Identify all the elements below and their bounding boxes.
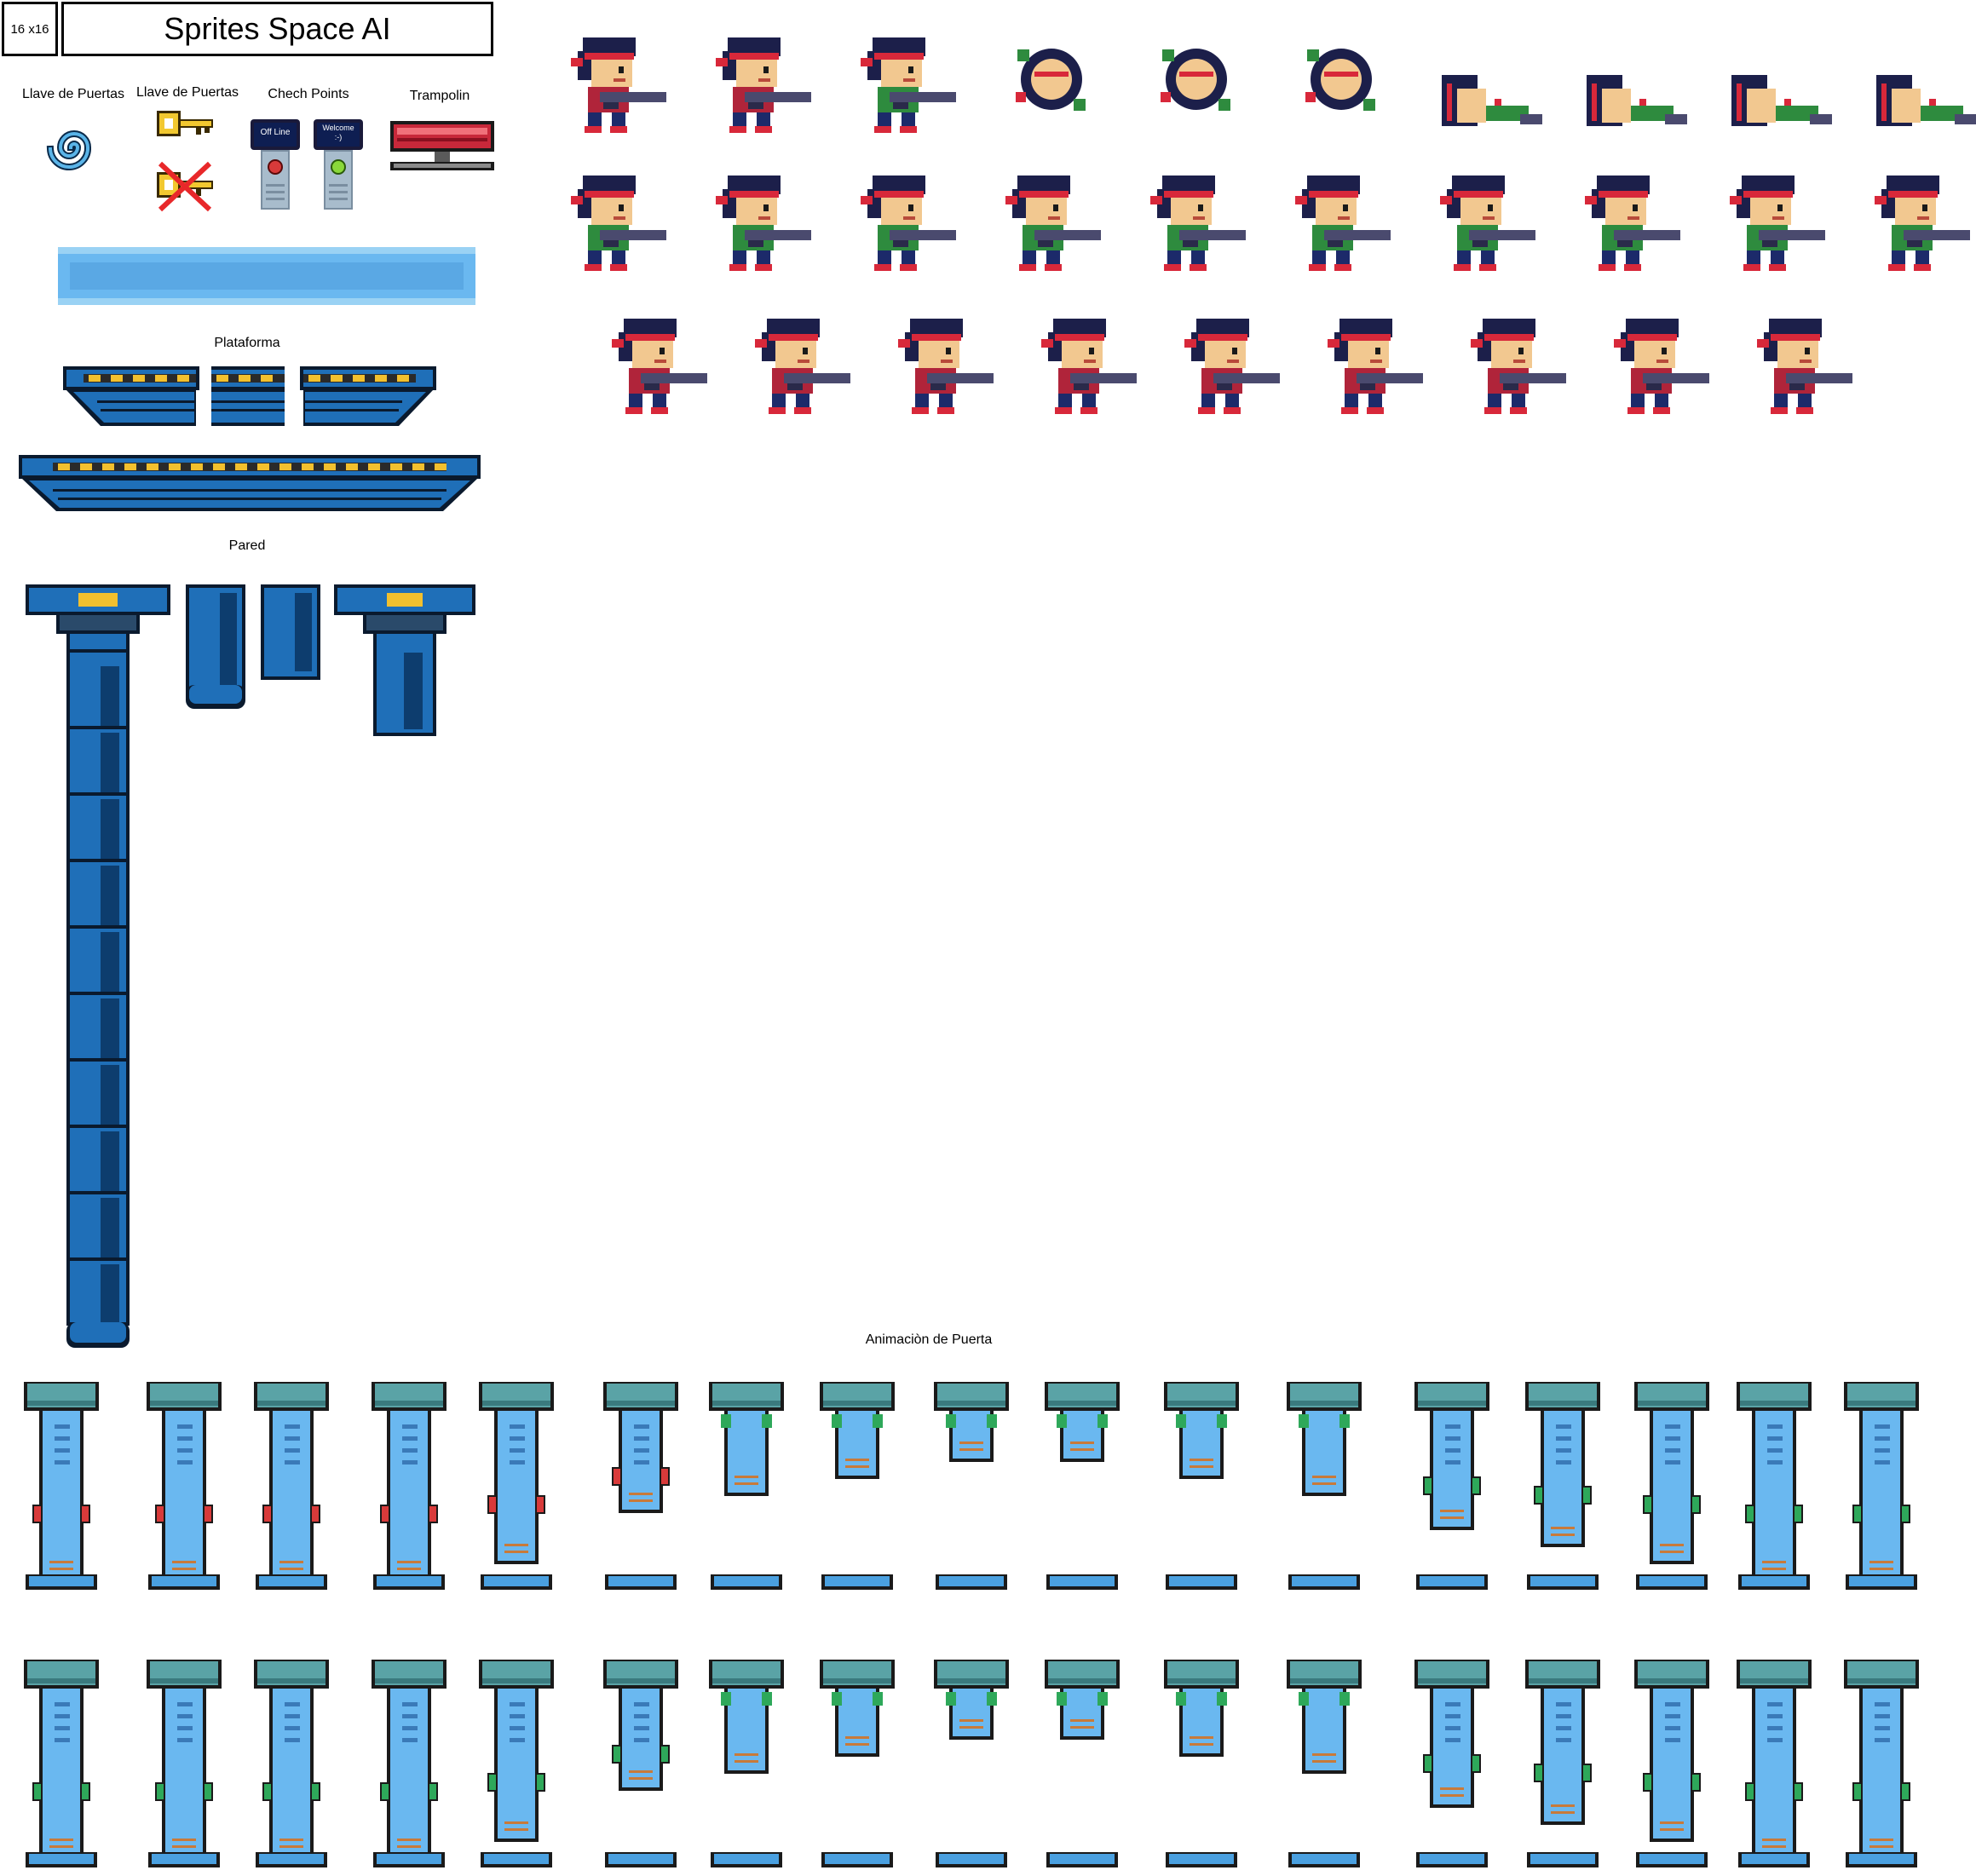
door-frame bbox=[368, 1654, 450, 1876]
hero-frame bbox=[566, 170, 677, 273]
door-frame bbox=[1733, 1377, 1815, 1598]
checkpoint-welcome-text: Welcome bbox=[322, 124, 354, 132]
door-frame bbox=[1041, 1654, 1123, 1876]
gold-key-icon bbox=[155, 106, 215, 141]
hero-frame bbox=[1179, 314, 1290, 416]
hero-frame bbox=[1580, 32, 1691, 135]
wall-piece-bottom-cap bbox=[186, 584, 245, 709]
trampoline bbox=[390, 121, 494, 177]
hero-frame bbox=[1145, 32, 1256, 135]
label-platform: Plataforma bbox=[214, 336, 280, 350]
door-frame bbox=[20, 1654, 102, 1876]
door-frame bbox=[20, 1377, 102, 1598]
hero-frame bbox=[1752, 314, 1863, 416]
hero-frame bbox=[1466, 314, 1576, 416]
disabled-key-icon bbox=[155, 158, 215, 215]
platform-middle bbox=[211, 366, 285, 428]
door-frame bbox=[1411, 1654, 1493, 1876]
door-frame bbox=[1733, 1654, 1815, 1876]
hero-frame bbox=[855, 170, 966, 273]
checkpoint-offline-text: Off Line bbox=[260, 128, 291, 137]
door-frame bbox=[706, 1654, 787, 1876]
label-trampoline: Trampolin bbox=[409, 89, 470, 103]
sprite-size-label: 16 x16 bbox=[2, 2, 58, 56]
door-frame bbox=[706, 1377, 787, 1598]
hero-frame bbox=[1580, 170, 1691, 273]
door-frame bbox=[930, 1377, 1012, 1598]
door-frame bbox=[816, 1377, 898, 1598]
hero-frame bbox=[1290, 32, 1401, 135]
wall-piece-segment bbox=[261, 584, 320, 680]
door-frame bbox=[1161, 1377, 1242, 1598]
hero-frame bbox=[1435, 32, 1546, 135]
door-frame bbox=[600, 1377, 682, 1598]
door-frame bbox=[1631, 1654, 1713, 1876]
label-key-gold: Llave de Puertas bbox=[135, 85, 239, 100]
door-frame bbox=[930, 1654, 1012, 1876]
label-key-blue: Llave de Puertas bbox=[21, 87, 125, 101]
door-frame bbox=[251, 1377, 332, 1598]
hero-frame bbox=[855, 32, 966, 135]
hero-frame bbox=[711, 32, 821, 135]
hero-frame bbox=[607, 314, 717, 416]
spiral-key-icon bbox=[43, 119, 106, 176]
platform-left bbox=[63, 366, 199, 428]
hero-frame bbox=[1145, 170, 1256, 273]
label-wall: Pared bbox=[228, 538, 266, 553]
hero-frame bbox=[1036, 314, 1147, 416]
door-frame bbox=[1522, 1654, 1604, 1876]
label-checkpoints: Chech Points bbox=[268, 87, 349, 101]
door-frame bbox=[251, 1654, 332, 1876]
door-frame bbox=[475, 1654, 557, 1876]
hero-frame bbox=[1000, 32, 1111, 135]
checkpoint-offline: Off Line bbox=[249, 118, 302, 211]
door-frame bbox=[143, 1654, 225, 1876]
hero-frame bbox=[1609, 314, 1720, 416]
checkpoint-welcome: Welcome :-) bbox=[312, 118, 365, 211]
hero-frame bbox=[711, 170, 821, 273]
door-frame bbox=[1283, 1654, 1365, 1876]
door-frame bbox=[1161, 1654, 1242, 1876]
door-frame bbox=[1411, 1377, 1493, 1598]
hero-frame bbox=[1322, 314, 1433, 416]
checkpoint-welcome-smiley: :-) bbox=[334, 133, 343, 141]
door-frame bbox=[1841, 1654, 1922, 1876]
label-door-animation: Animaciòn de Puerta bbox=[865, 1332, 993, 1347]
sheet-title: Sprites Space AI bbox=[61, 2, 493, 56]
platform-right bbox=[300, 366, 436, 428]
door-frame bbox=[1841, 1377, 1922, 1598]
door-frame bbox=[1041, 1377, 1123, 1598]
wall-pillar-tall bbox=[26, 584, 170, 1349]
door-frame bbox=[600, 1654, 682, 1876]
hero-frame bbox=[566, 32, 677, 135]
hero-frame bbox=[1869, 170, 1976, 273]
hero-frame bbox=[1725, 170, 1835, 273]
door-frame bbox=[143, 1377, 225, 1598]
hero-frame bbox=[1000, 170, 1111, 273]
energy-bar bbox=[58, 247, 475, 305]
door-frame bbox=[1631, 1377, 1713, 1598]
door-frame bbox=[475, 1377, 557, 1598]
hero-frame bbox=[1869, 32, 1976, 135]
door-frame bbox=[816, 1654, 898, 1876]
hero-frame bbox=[1435, 170, 1546, 273]
hero-frame bbox=[1290, 170, 1401, 273]
platform-long bbox=[19, 455, 481, 513]
door-frame bbox=[368, 1377, 450, 1598]
door-frame bbox=[1283, 1377, 1365, 1598]
hero-frame bbox=[893, 314, 1004, 416]
wall-piece-top-cap bbox=[334, 584, 475, 736]
hero-frame bbox=[1725, 32, 1835, 135]
hero-frame bbox=[750, 314, 861, 416]
door-frame bbox=[1522, 1377, 1604, 1598]
